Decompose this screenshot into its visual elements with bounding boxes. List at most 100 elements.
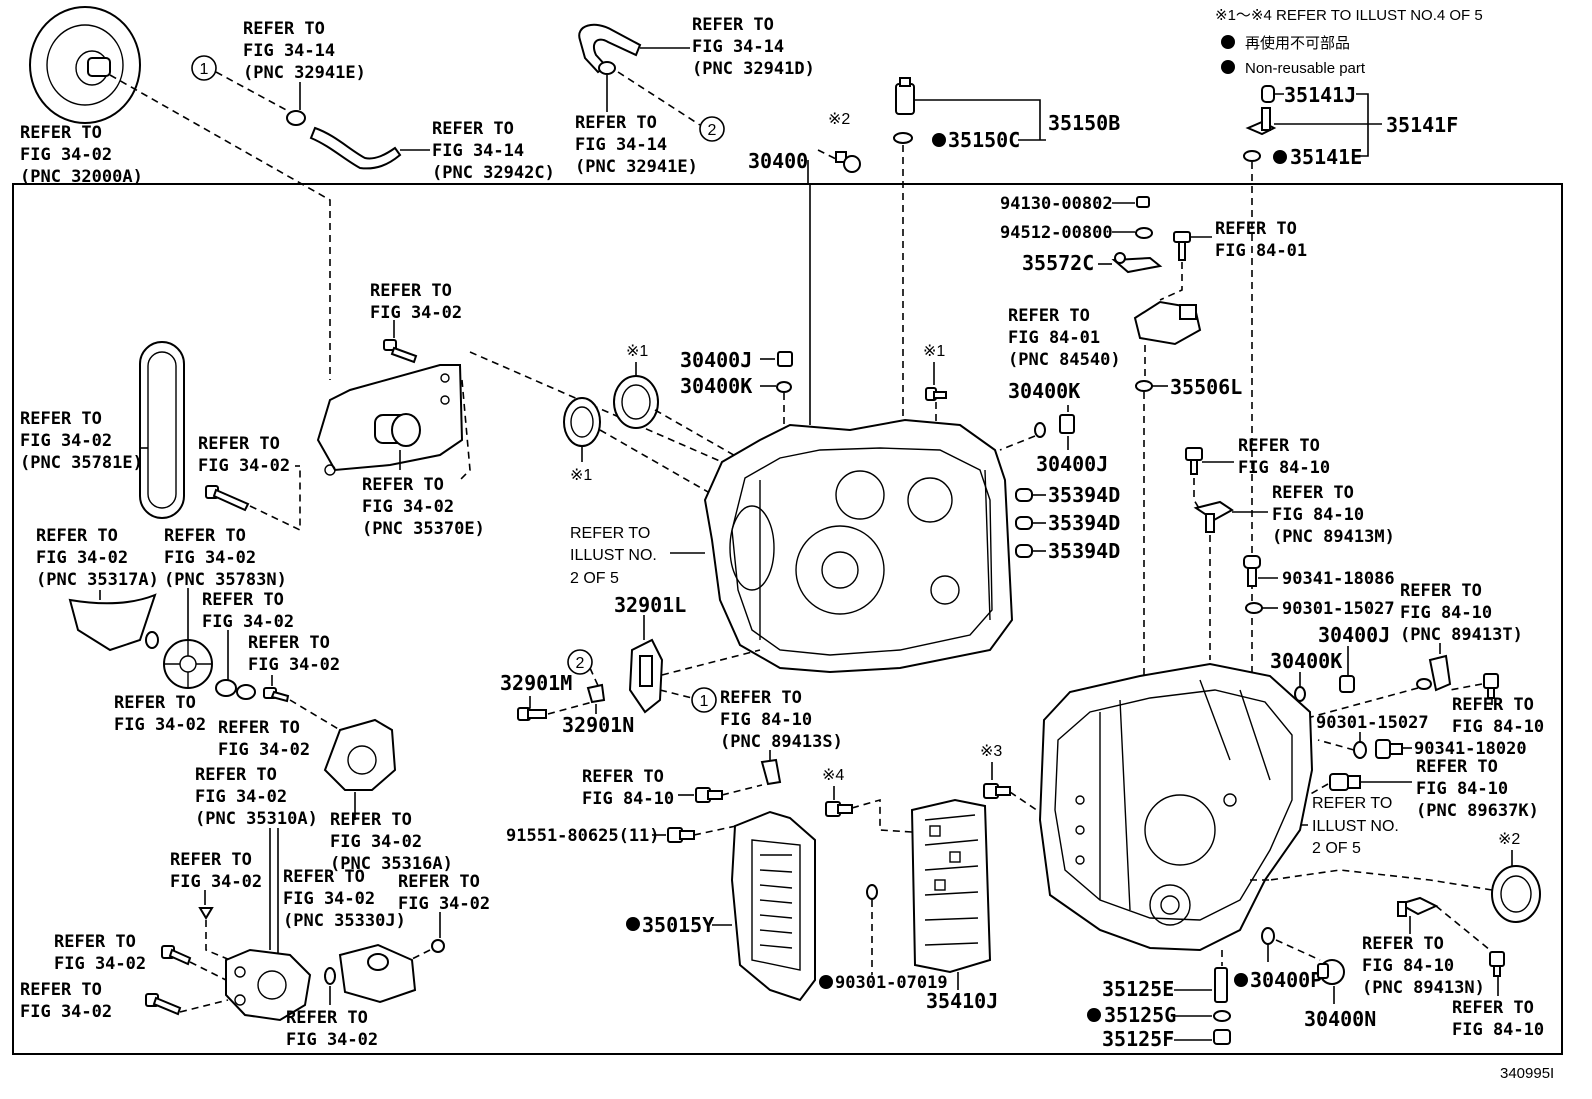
svg-text:REFER TO: REFER TO	[195, 765, 277, 785]
circle-callout-2: 2	[699, 116, 725, 142]
part-30400P: 30400P	[1250, 968, 1322, 992]
marker-3: ※3	[980, 743, 1002, 760]
svg-text:FIG 34-02: FIG 34-02	[198, 456, 290, 476]
svg-text:REFER TO: REFER TO	[198, 434, 280, 454]
svg-text:REFER TO: REFER TO	[1452, 695, 1534, 715]
clip-drawing	[586, 683, 606, 704]
bolt-drawing	[1185, 447, 1203, 475]
svg-text:FIG 84-10: FIG 84-10	[1400, 603, 1492, 623]
part-35150C: 35150C	[948, 128, 1020, 152]
ref-34-02-g: REFER TO FIG 34-02	[170, 850, 262, 892]
illustration-id: 340995I	[1500, 1065, 1554, 1082]
svg-text:FIG 84-10: FIG 84-10	[1272, 505, 1364, 525]
bolt-drawing	[1483, 673, 1499, 699]
sprocket-drawing	[163, 639, 213, 689]
svg-text:FIG 34-02: FIG 34-02	[218, 740, 310, 760]
legend-dot-icon	[1221, 60, 1235, 74]
svg-text:FIG 34-02: FIG 34-02	[195, 787, 287, 807]
svg-text:FIG 84-10: FIG 84-10	[720, 710, 812, 730]
non-reusable-dot-icon	[626, 917, 640, 931]
svg-text:REFER TO: REFER TO	[243, 19, 325, 39]
drain-plug-drawing	[1243, 555, 1261, 587]
ref-89413N: REFER TO FIG 84-10 (PNC 89413N)	[1362, 934, 1485, 998]
bolt-drawing	[383, 339, 418, 364]
oil-pump-drawing	[225, 948, 312, 1022]
svg-text:FIG 34-02: FIG 34-02	[164, 548, 256, 568]
svg-text:FIG 34-02: FIG 34-02	[362, 497, 454, 517]
torque-converter-drawing	[29, 6, 141, 124]
svg-text:REFER TO: REFER TO	[692, 15, 774, 35]
part-30400N: 30400N	[1304, 1007, 1376, 1031]
ref-35310A: REFER TO FIG 34-02 (PNC 35310A)	[195, 765, 318, 829]
tcm-ecu-drawing	[730, 810, 816, 1002]
ref-34-02-a: REFER TO FIG 34-02	[370, 281, 462, 323]
svg-text:(PNC 35370E): (PNC 35370E)	[362, 519, 485, 539]
ref-35317A: REFER TO FIG 34-02 (PNC 35317A)	[36, 526, 159, 590]
oil-hose-drawing	[309, 126, 402, 170]
svg-text:REFER TO: REFER TO	[432, 119, 514, 139]
seal-drawing	[215, 679, 256, 700]
svg-text:FIG 84-10: FIG 84-10	[1416, 779, 1508, 799]
part-35141E: 35141E	[1290, 145, 1362, 169]
svg-text:(PNC 35330J): (PNC 35330J)	[283, 911, 406, 931]
svg-text:(PNC 35317A): (PNC 35317A)	[36, 570, 159, 590]
ref-34-02-k: REFER TO FIG 34-02	[286, 1008, 378, 1050]
svg-text:REFER TO: REFER TO	[54, 932, 136, 952]
bolt-drawing	[145, 993, 182, 1016]
part-32901M: 32901M	[500, 671, 572, 695]
svg-text:FIG 34-02: FIG 34-02	[202, 612, 294, 632]
oil-pump-cover-drawing	[316, 364, 464, 476]
ref-35370E: REFER TO FIG 34-02 (PNC 35370E)	[362, 475, 485, 539]
svg-text:REFER TO: REFER TO	[164, 526, 246, 546]
marker-1-b: ※1	[570, 467, 592, 484]
svg-text:REFER TO: REFER TO	[720, 688, 802, 708]
svg-text:REFER TO: REFER TO	[1008, 306, 1090, 326]
svg-text:REFER TO: REFER TO	[218, 718, 300, 738]
gasket-drawing	[1245, 602, 1263, 614]
washer-drawing	[1135, 227, 1153, 239]
sensor-bracket-drawing	[628, 638, 664, 714]
part-90301-07019: 90301-07019	[835, 973, 948, 993]
svg-text:FIG 84-01: FIG 84-01	[1008, 328, 1100, 348]
svg-text:FIG 34-02: FIG 34-02	[286, 1030, 378, 1050]
svg-text:2: 2	[576, 655, 585, 672]
speed-sensor-drawing	[1397, 896, 1439, 917]
svg-text:2 OF 5: 2 OF 5	[570, 570, 619, 587]
non-reusable-dot-icon	[1273, 150, 1287, 164]
ref-34-02-b: REFER TO FIG 34-02	[198, 434, 290, 476]
part-91551-80625: 91551-80625(11)	[506, 826, 660, 846]
ref-34-02-j: REFER TO FIG 34-02	[20, 980, 112, 1022]
svg-text:REFER TO: REFER TO	[20, 980, 102, 1000]
transaxle-assembly-drawing	[1038, 662, 1314, 952]
svg-text:FIG 34-02: FIG 34-02	[370, 303, 462, 323]
bolt-drawing	[263, 687, 290, 703]
svg-text:REFER TO: REFER TO	[248, 633, 330, 653]
svg-text:FIG 34-02: FIG 34-02	[20, 431, 112, 451]
svg-text:REFER TO: REFER TO	[582, 767, 664, 787]
ref-84-10-a: REFER TO FIG 84-10	[582, 767, 674, 809]
marker-2-top: ※2	[828, 111, 850, 128]
ref-32941E-mid: REFER TO FIG 34-14 (PNC 32941E)	[575, 113, 698, 177]
part-30400K-b: 30400K	[1008, 379, 1080, 403]
svg-text:FIG 34-02: FIG 34-02	[248, 655, 340, 675]
part-90301-15027-b: 90301-15027	[1316, 713, 1429, 733]
plug-drawing	[1015, 488, 1033, 502]
svg-text:FIG 84-01: FIG 84-01	[1215, 241, 1307, 261]
svg-text:(PNC 89413S): (PNC 89413S)	[720, 732, 843, 752]
part-35410J: 35410J	[926, 989, 998, 1013]
svg-text:REFER TO: REFER TO	[20, 409, 102, 429]
gasket-drawing	[1261, 927, 1275, 945]
svg-text:REFER TO: REFER TO	[570, 525, 650, 542]
svg-text:REFER TO: REFER TO	[370, 281, 452, 301]
svg-text:FIG 84-10: FIG 84-10	[1362, 956, 1454, 976]
ref-32941E-top: REFER TO FIG 34-14 (PNC 32941E)	[243, 19, 366, 83]
svg-text:(PNC 35310A): (PNC 35310A)	[195, 809, 318, 829]
svg-text:FIG 34-02: FIG 34-02	[54, 954, 146, 974]
svg-text:REFER TO: REFER TO	[36, 526, 118, 546]
svg-text:1: 1	[200, 61, 209, 78]
bolt-drawing	[925, 387, 947, 401]
ref-34-02-f: REFER TO FIG 34-02	[218, 718, 310, 760]
ref-34-02-c: REFER TO FIG 34-02	[202, 590, 294, 632]
part-94512-00800: 94512-00800	[1000, 223, 1113, 243]
